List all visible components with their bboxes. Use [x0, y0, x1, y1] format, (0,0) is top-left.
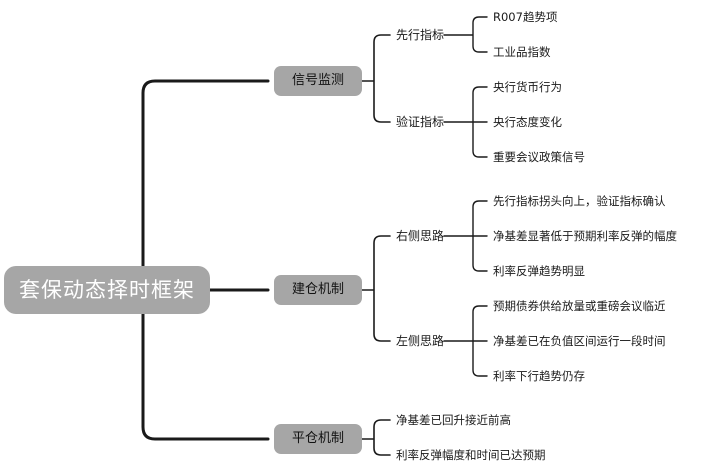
leaf-node: 预期债券供给放量或重磅会议临近 [493, 299, 666, 313]
connector-line [361, 419, 391, 456]
connector-line [361, 235, 391, 342]
connector-line [361, 34, 391, 123]
leaf-node: 利率反弹趋势明显 [493, 264, 585, 278]
branch-node-position-closing: 平仓机制 [274, 424, 362, 454]
root-node: 套保动态择时框架 [4, 266, 210, 314]
connector-line [141, 79, 270, 441]
leaf-node: 净基差已回升接近前高 [396, 413, 511, 427]
leaf-node: 利率下行趋势仍存 [493, 369, 585, 383]
leaf-node: 工业品指数 [493, 45, 551, 59]
sub-node-confirming-indicators: 验证指标 [396, 115, 445, 129]
leaf-node: 净基差已在负值区间运行一段时间 [493, 334, 666, 348]
connector-line [443, 16, 488, 53]
leaf-node: 央行货币行为 [493, 80, 562, 94]
sub-node-left-side-approach: 左侧思路 [396, 334, 445, 348]
branch-node-signal-monitoring: 信号监测 [274, 66, 362, 96]
leaf-node: 先行指标拐头向上，验证指标确认 [493, 194, 666, 208]
leaf-node: R007趋势项 [493, 10, 558, 24]
branch-node-position-building: 建仓机制 [274, 275, 362, 305]
leaf-node: 利率反弹幅度和时间已达预期 [396, 448, 546, 462]
leaf-node: 重要会议政策信号 [493, 150, 585, 164]
connector-line [443, 200, 488, 272]
connector-line [443, 305, 488, 377]
leaf-node: 净基差显著低于预期利率反弹的幅度 [493, 229, 677, 243]
connector-line [443, 86, 488, 158]
sub-node-leading-indicators: 先行指标 [396, 28, 445, 42]
leaf-node: 央行态度变化 [493, 115, 562, 129]
sub-node-right-side-approach: 右侧思路 [396, 229, 445, 243]
